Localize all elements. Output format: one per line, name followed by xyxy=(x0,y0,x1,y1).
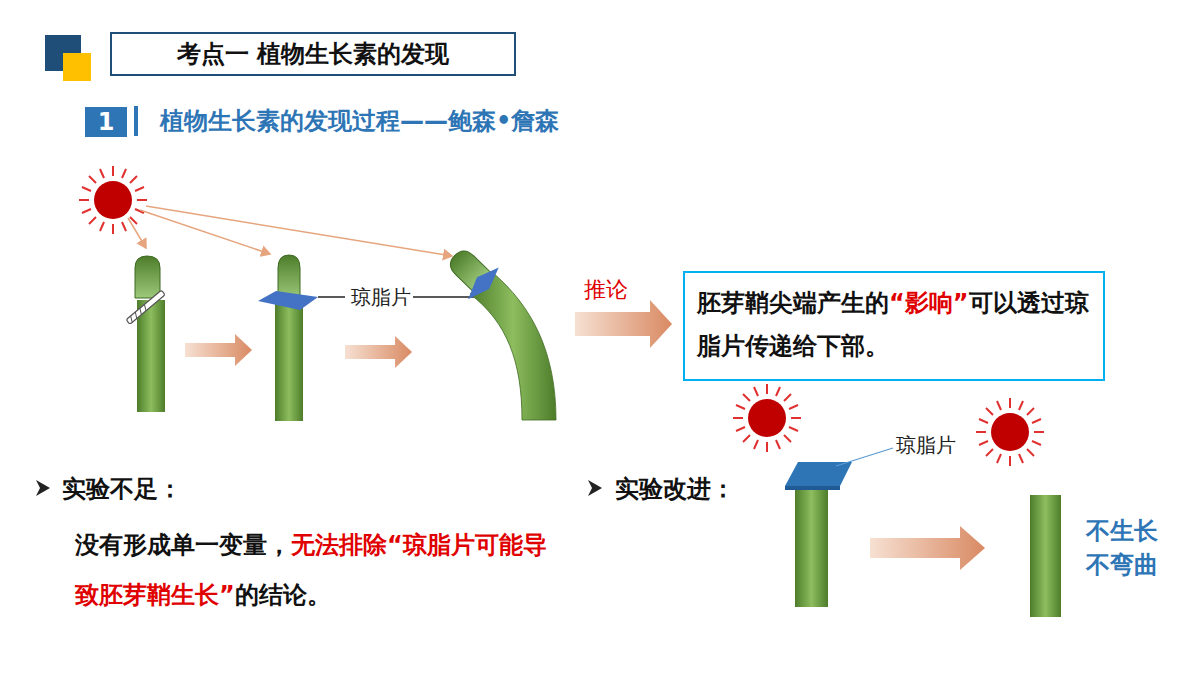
node-text: “影响” xyxy=(889,289,969,317)
section-heading: 实验不足： xyxy=(62,473,182,505)
part-label: 琼脂片 xyxy=(349,284,413,311)
conclusion-box: 胚芽鞘尖端产生的“影响”可以透过琼脂片传递给下部。 xyxy=(683,271,1105,381)
arrow-label: 推论 xyxy=(584,275,628,305)
subheading: 植物生长素的发现过程——鲍森•詹森 xyxy=(160,105,559,137)
title-text: 考点一 植物生长素的发现 xyxy=(177,38,449,70)
result-label: 不生长 不弯曲 xyxy=(1086,514,1165,582)
paragraph: 没有形成单一变量，无法排除“琼脂片可能导致胚芽鞘生长”的结论。 xyxy=(75,520,567,620)
body-text: 的结论。 xyxy=(235,581,331,609)
title-box: 考点一 植物生长素的发现 xyxy=(110,32,516,76)
number-badge: 1 xyxy=(85,107,127,137)
node-text: 1 xyxy=(98,108,115,136)
body-text: 没有形成单一变量， xyxy=(75,531,291,559)
section-heading: 实验改进： xyxy=(615,473,735,505)
node-text: 胚芽鞘尖端产生的 xyxy=(697,289,889,317)
part-label: 琼脂片 xyxy=(896,432,956,459)
